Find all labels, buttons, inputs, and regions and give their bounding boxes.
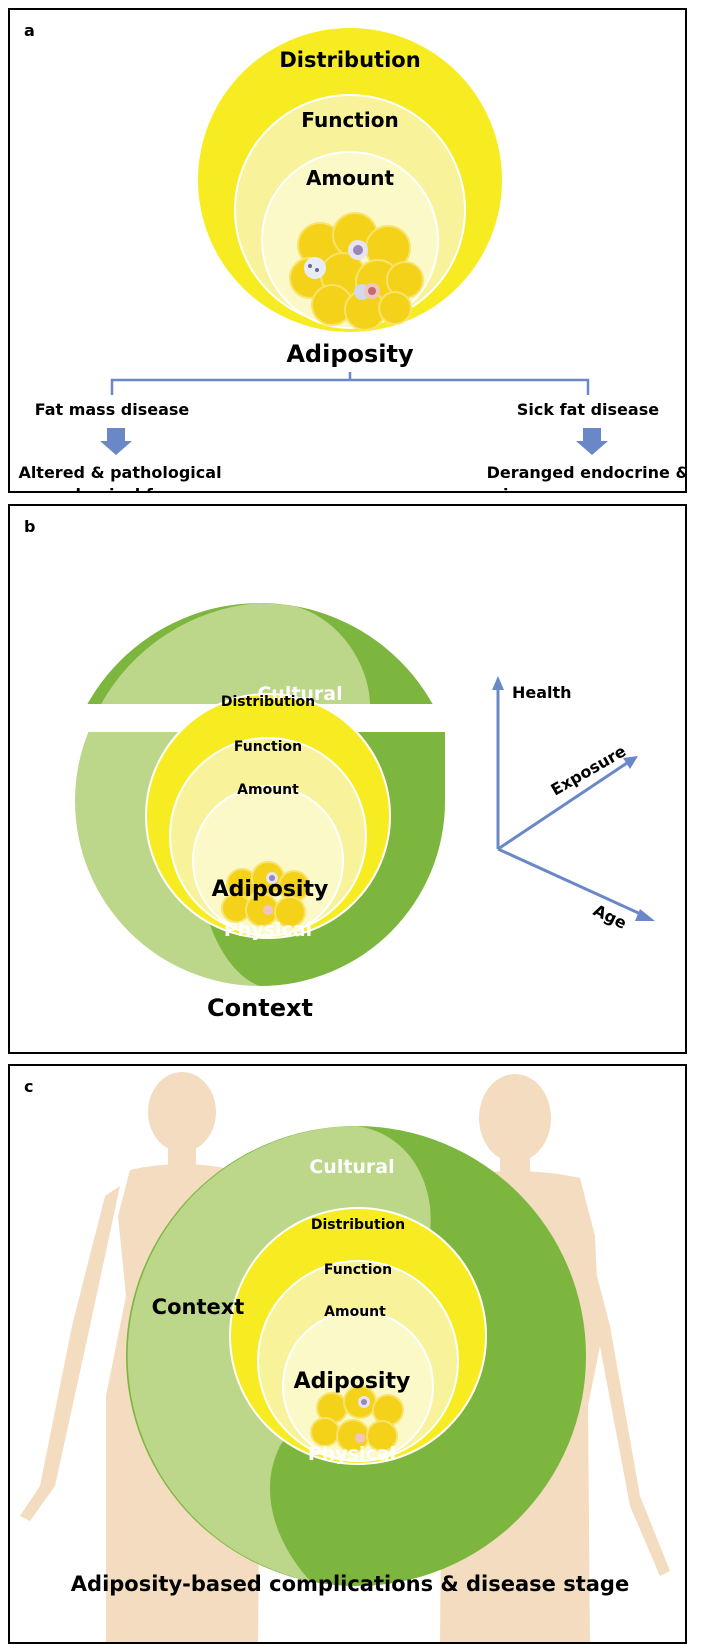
cultural-label: Cultural: [309, 1156, 394, 1178]
adipocyte-cluster-icon: [289, 212, 424, 331]
panel-a: a Distribution Function Amount: [8, 8, 687, 493]
adiposity-label: Adiposity: [294, 1369, 411, 1394]
cultural-segment: [87, 603, 433, 704]
down-arrow-left-icon: [100, 428, 132, 455]
adipocyte-cluster-icon: [310, 1385, 404, 1453]
context-label: Context: [207, 994, 313, 1022]
endocrine-immune-line2: immune responses: [503, 485, 673, 493]
sick-fat-disease-label: Sick fat disease: [517, 400, 659, 419]
mechanical-forces-line2: mechanical forces: [38, 485, 201, 493]
amount-label: Amount: [237, 782, 299, 798]
panel-c-figure: c Cultural Distribution Function Amount …: [20, 1072, 670, 1642]
health-axis-label: Health: [512, 683, 572, 702]
distribution-label: Distribution: [221, 694, 315, 710]
arrow-diagonal-up-icon: [623, 756, 638, 769]
distribution-label: Distribution: [279, 48, 420, 72]
down-arrow-right-icon: [576, 428, 608, 455]
amount-label: Amount: [324, 1304, 386, 1320]
endocrine-immune-line1: Deranged endocrine &: [487, 463, 687, 482]
panel-b-letter: b: [24, 517, 35, 536]
amount-label: Amount: [306, 166, 395, 190]
arrow-up-icon: [492, 676, 504, 690]
adiposity-label: Adiposity: [286, 340, 414, 368]
distribution-label: Distribution: [311, 1217, 405, 1233]
arrow-diagonal-down-icon: [635, 909, 655, 921]
disease-stage-caption: Adiposity-based complications & disease …: [71, 1572, 629, 1596]
panel-a-figure: a Distribution Function Amount: [18, 21, 687, 493]
function-label: Function: [324, 1262, 392, 1278]
panel-a-letter: a: [24, 21, 35, 40]
context-label: Context: [152, 1295, 245, 1319]
physical-label: Physical: [308, 1443, 396, 1465]
fat-mass-disease-label: Fat mass disease: [35, 400, 190, 419]
mechanical-forces-line1: Altered & pathological: [18, 463, 221, 482]
function-label: Function: [301, 108, 398, 132]
panel-b-figure: b Cultural Distribution: [24, 517, 655, 1022]
panel-c-letter: c: [24, 1077, 33, 1096]
physical-label: Physical: [224, 919, 312, 941]
function-label: Function: [234, 739, 302, 755]
cultural-label: Cultural: [257, 683, 342, 705]
panel-c: c Cultural Distribution Function Amount …: [8, 1064, 687, 1644]
panel-b: b Cultural Distribution: [8, 504, 687, 1054]
adipocyte-cluster-icon: [221, 861, 310, 928]
adiposity-label: Adiposity: [212, 877, 329, 902]
axes-diagram: [492, 676, 655, 921]
branch-bracket: [110, 372, 590, 395]
